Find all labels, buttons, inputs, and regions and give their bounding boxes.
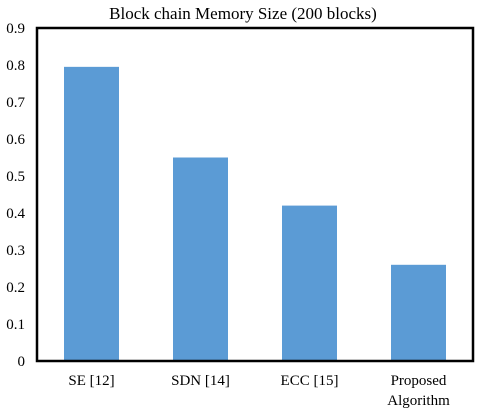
bar (64, 66, 119, 361)
x-category-label-line: ECC [15] (281, 373, 339, 389)
y-tick-label: 0.6 (6, 132, 25, 148)
y-tick-label: 0.8 (6, 58, 25, 74)
y-tick-label: 0.3 (6, 243, 25, 259)
x-category-label: ECC [15] (281, 373, 339, 389)
y-tick-label: 0.9 (6, 21, 25, 37)
x-category-label-line: Proposed (391, 373, 447, 389)
y-tick-label: 0 (18, 354, 26, 370)
x-category-label: SDN [14] (171, 373, 230, 389)
y-tick-label: 0.4 (6, 206, 25, 222)
bar (391, 264, 446, 361)
y-tick-label: 0.5 (6, 169, 25, 185)
x-category-label: SE [12] (68, 373, 114, 389)
y-tick-label: 0.1 (6, 317, 25, 333)
x-category-label-line: SE [12] (68, 373, 114, 389)
bar (282, 205, 337, 361)
chart-title: Block chain Memory Size (200 blocks) (109, 4, 377, 23)
y-tick-label: 0.2 (6, 280, 25, 296)
bar (173, 157, 228, 361)
bars (64, 66, 446, 361)
y-tick-label: 0.7 (6, 95, 25, 111)
x-category-label-line: Algorithm (387, 393, 450, 409)
x-category-label-line: SDN [14] (171, 373, 230, 389)
y-axis-ticks: 0 0.1 0.2 0.3 0.4 0.5 0.6 0.7 0.8 0.9 (6, 21, 25, 370)
plot-frame (35, 26, 475, 363)
